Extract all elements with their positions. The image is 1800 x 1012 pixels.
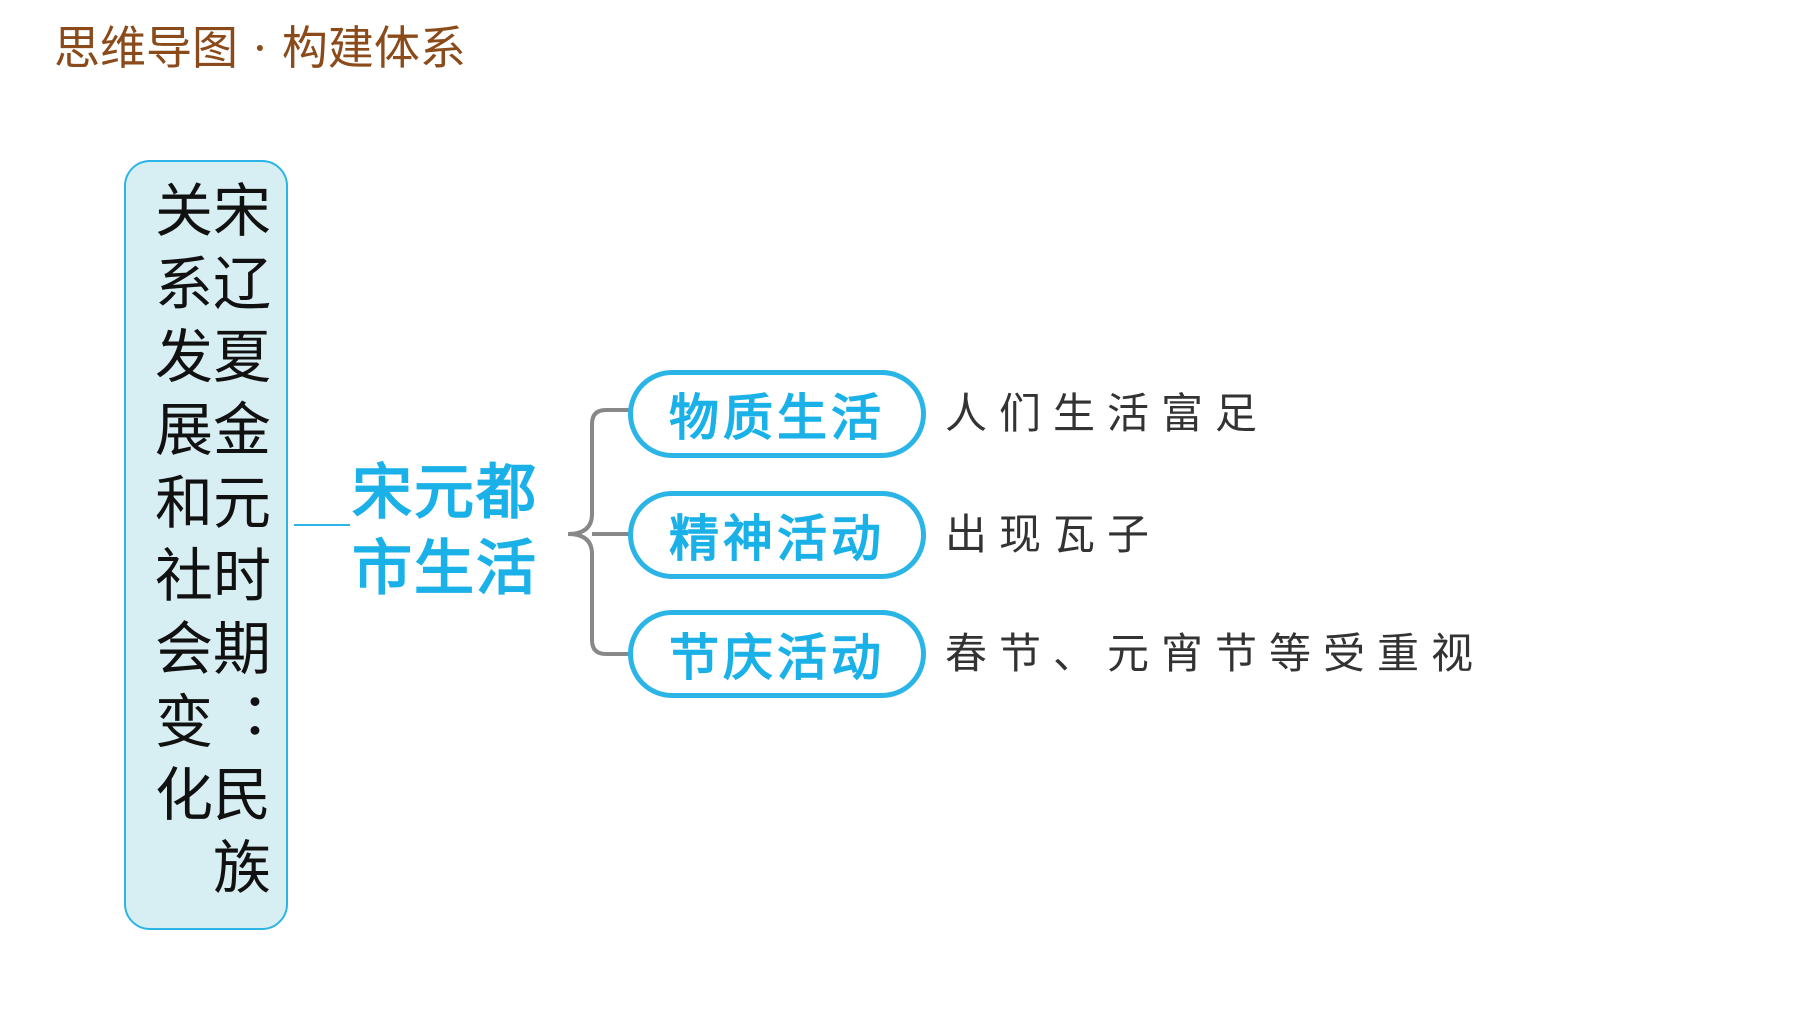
root-node-box — [124, 160, 288, 930]
branch-node-spiritual-activities: 精神活动 — [628, 491, 926, 579]
branch-node-material-life: 物质生活 — [628, 370, 926, 458]
branch-label: 节庆活动 — [669, 629, 885, 687]
branch-detail: 出现瓦子 — [945, 510, 1162, 559]
bracket-path — [567, 408, 630, 656]
branch-node-festival-activities: 节庆活动 — [628, 610, 926, 698]
branch-detail: 春节、元宵节等受重视 — [945, 629, 1486, 678]
branch-detail: 人们生活富足 — [945, 389, 1270, 438]
page-title: 思维导图 · 构建体系 — [54, 21, 466, 75]
root-node-label: 宋辽夏金元时期：民族关系发展和社会变化 — [145, 180, 271, 910]
branch-label: 物质生活 — [669, 389, 885, 447]
center-node-label: 宋元都市生活 — [352, 458, 538, 604]
branch-label: 精神活动 — [669, 510, 885, 568]
root-connector-line — [294, 524, 350, 526]
